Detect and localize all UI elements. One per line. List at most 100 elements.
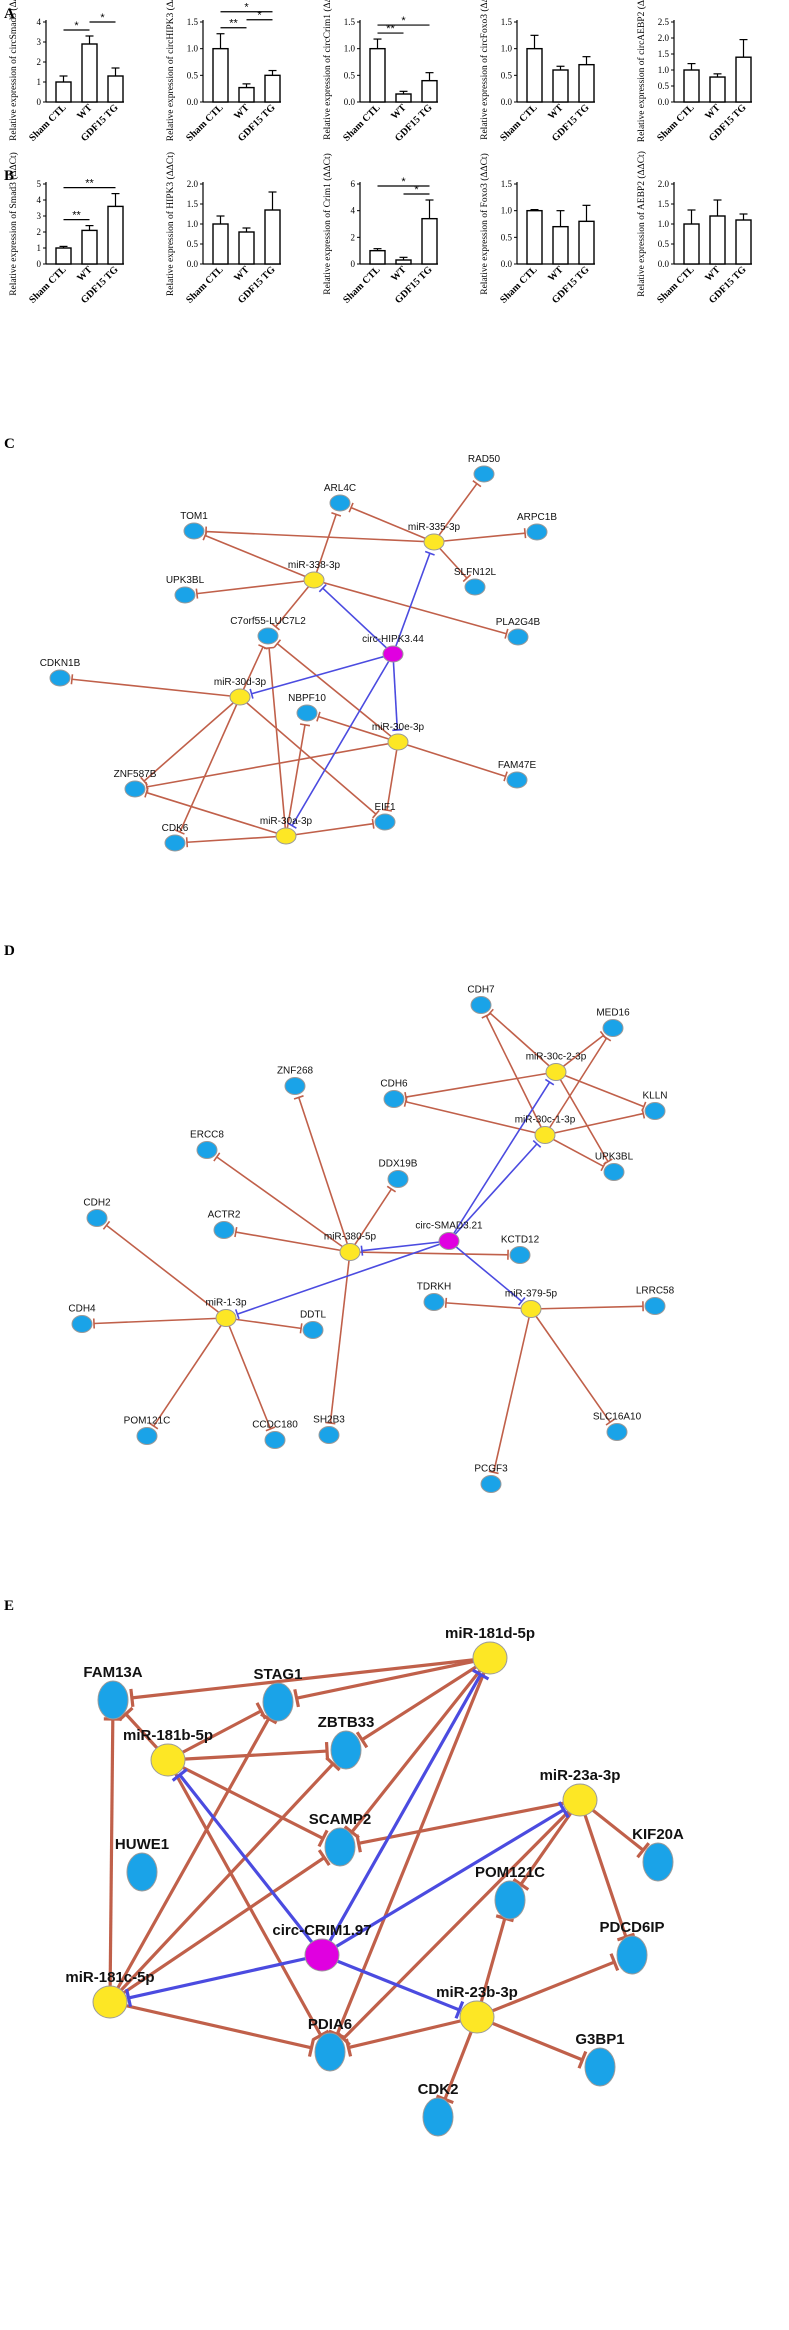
node-target xyxy=(506,771,528,789)
edge-inhibit-head xyxy=(174,829,185,835)
y-tick-label: 4 xyxy=(37,17,42,27)
edge xyxy=(392,552,431,655)
edge xyxy=(186,835,287,844)
edge xyxy=(555,1071,609,1163)
node-mirna xyxy=(275,827,297,845)
node-target xyxy=(330,1730,362,1770)
edge xyxy=(268,647,287,837)
node-target xyxy=(284,1077,306,1095)
node-target xyxy=(136,1427,158,1445)
edge-inhibit-head xyxy=(265,1426,276,1432)
bar xyxy=(238,86,255,103)
node-target xyxy=(213,1221,235,1239)
node-label: ARL4C xyxy=(324,483,356,494)
edges xyxy=(70,480,527,848)
edge-inhibit-head xyxy=(557,1801,570,1819)
node-label: CDH6 xyxy=(380,1079,408,1090)
edge xyxy=(530,1308,611,1423)
bar xyxy=(369,47,386,103)
nodes: RAD50ARL4CARPC1BTOM1miR-335-3pmiR-338-3p… xyxy=(40,454,557,852)
node-target xyxy=(264,1431,286,1449)
edge-inhibit-head xyxy=(348,502,354,513)
y-tick-label: 0 xyxy=(37,259,42,269)
y-tick-label: 1.5 xyxy=(658,199,670,209)
category-label: WT xyxy=(75,264,95,284)
node-label: PLA2G4B xyxy=(496,617,541,628)
node-label: CDH2 xyxy=(83,1198,111,1209)
edge-inhibit-head xyxy=(249,688,254,699)
edge-inhibit-head xyxy=(125,1988,133,2008)
node-label: RAD50 xyxy=(468,454,501,465)
bar xyxy=(395,259,412,265)
edge-inhibit-head xyxy=(641,1108,646,1119)
edge xyxy=(555,1034,604,1073)
edge-inhibit-head xyxy=(544,1078,555,1086)
category-label: Sham CTL xyxy=(498,102,540,144)
edge-inhibit-head xyxy=(325,1421,336,1425)
sig-label: ** xyxy=(85,178,94,190)
bar xyxy=(212,223,229,265)
edge-inhibit-head xyxy=(195,588,199,599)
node-label: miR-181c-5p xyxy=(65,1969,154,1986)
edge-inhibit-head xyxy=(273,639,282,648)
edge xyxy=(492,1308,532,1473)
bar xyxy=(107,75,124,103)
node-target xyxy=(470,996,492,1014)
edge-inhibit-head xyxy=(355,1834,362,1853)
node-label: UPK3BL xyxy=(166,575,205,586)
y-tick-label: 2 xyxy=(351,232,356,242)
edge xyxy=(109,2000,312,2050)
node-label: MED16 xyxy=(596,1008,630,1019)
node-target xyxy=(374,813,396,831)
bar xyxy=(421,217,438,265)
y-tick-label: 0.0 xyxy=(187,259,199,269)
bar-chart-4: Relative expression of circAEBP2 (ΔΔCt)0… xyxy=(636,0,752,144)
node-circ xyxy=(438,1232,460,1250)
edge-inhibit-head xyxy=(287,822,297,829)
edge-inhibit-head xyxy=(316,711,321,722)
bar-ylabel: Relative expression of circSmad3 (ΔΔCt) xyxy=(8,0,19,141)
y-tick-label: 1.5 xyxy=(658,49,670,59)
edge-inhibit-head xyxy=(355,1731,369,1749)
node-label: ZNF268 xyxy=(277,1066,314,1077)
node-label: miR-30c-2-3p xyxy=(526,1052,587,1063)
bar xyxy=(526,47,543,103)
node-label: SH2B3 xyxy=(313,1415,345,1426)
edge-inhibit-head xyxy=(260,1712,278,1725)
edge-inhibit-head xyxy=(317,1849,331,1866)
node-mirna xyxy=(520,1300,542,1318)
edge-inhibit-head xyxy=(435,2094,454,2105)
edge-inhibit-head xyxy=(293,1689,300,1708)
edge-inhibit-head xyxy=(372,809,380,819)
node-target xyxy=(616,1935,648,1975)
node-target xyxy=(507,628,529,646)
bar xyxy=(55,247,72,265)
panel-letter-b: B xyxy=(4,168,14,184)
edge xyxy=(285,724,306,837)
node-label: KCTD12 xyxy=(501,1235,540,1246)
node-label: ZNF587B xyxy=(114,769,157,780)
edge xyxy=(519,1799,582,1886)
edge xyxy=(476,2015,584,2062)
edge xyxy=(276,642,399,743)
edge xyxy=(105,1224,227,1319)
panel-letter-d: D xyxy=(4,943,15,959)
node-label: TOM1 xyxy=(180,511,208,522)
y-tick-label: 2.5 xyxy=(658,17,670,27)
edge xyxy=(358,1798,581,1845)
node-target xyxy=(644,1102,666,1120)
node-target xyxy=(387,1170,409,1188)
edge xyxy=(131,1656,491,1700)
edge xyxy=(448,1081,551,1242)
edge xyxy=(350,506,435,543)
edge xyxy=(318,715,399,743)
edge-inhibit-head xyxy=(264,646,275,650)
bar-chart-8: Relative expression of Foxo3 (ΔΔCt)0.00.… xyxy=(479,153,595,306)
edge xyxy=(108,1717,271,2003)
edge-inhibit-head xyxy=(472,1668,490,1681)
node-label: PDIA6 xyxy=(308,2016,352,2033)
bar xyxy=(212,47,229,103)
y-tick-label: 3 xyxy=(37,37,42,47)
bar xyxy=(735,219,752,265)
edge-inhibit-head xyxy=(185,837,189,848)
